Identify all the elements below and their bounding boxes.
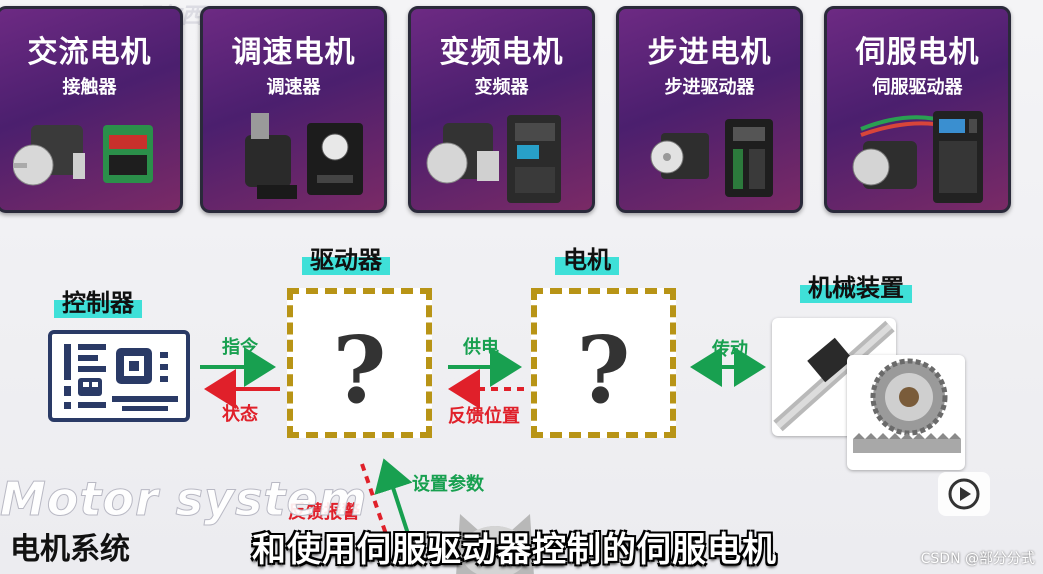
driver-unknown-mark: ? (332, 316, 387, 424)
ac-motor-contactor-image (13, 125, 153, 186)
motor-box: ? (531, 288, 676, 438)
card-title: 变频电机 (439, 35, 564, 70)
linear-rail-icon (773, 320, 895, 432)
command-label: 指令 (222, 337, 258, 358)
status-label: 状态 (222, 404, 258, 425)
card-subtitle: 调速器 (266, 77, 321, 98)
circuit-board-icon (64, 344, 178, 411)
feedback-alarm-label: 反馈报警 (288, 502, 360, 523)
card-stepper-motor: 步进电机 步进驱动器 (616, 6, 803, 213)
card-subtitle: 伺服驱动器 (872, 77, 963, 98)
mechanism-label: 机械装置 (800, 273, 912, 303)
set-params-label: 设置参数 (412, 474, 484, 495)
card-subtitle: 变频器 (474, 77, 529, 98)
card-subtitle: 步进驱动器 (664, 77, 755, 98)
gear-icon (853, 358, 961, 453)
stepper-motor-driver-image (650, 119, 773, 197)
card-title: 调速电机 (231, 35, 356, 70)
driver-box: ? (287, 288, 432, 438)
play-icon (948, 478, 980, 510)
card-speed-motor: 调速电机 调速器 (200, 6, 387, 213)
speed-motor-controller-image (245, 113, 363, 199)
card-subtitle: 接触器 (62, 77, 117, 98)
video-subtitle: 和使用伺服驱动器控制的伺服电机 (252, 530, 777, 570)
card-title: 交流电机 (27, 35, 152, 70)
motor-system-english: Motor system (0, 472, 368, 527)
controller-box (48, 330, 190, 422)
power-label: 供电 (463, 337, 499, 358)
card-ac-motor: 交流电机 接触器 (0, 6, 183, 213)
card-title: 步进电机 (647, 35, 772, 70)
csdn-watermark: CSDN @部分分式 (920, 551, 1035, 567)
gear-rack-image (847, 355, 965, 470)
transmission-label: 传动 (712, 339, 748, 360)
cat-mascot-image (456, 514, 534, 574)
vfd-motor-inverter-image (426, 115, 561, 203)
motor-unknown-mark: ? (576, 316, 631, 424)
card-title: 伺服电机 (855, 35, 980, 70)
driver-label: 驱动器 (302, 245, 390, 275)
play-button[interactable] (938, 472, 990, 516)
motor-system-title: 电机系统 (10, 532, 130, 567)
card-vfd-motor: 变频电机 变频器 (408, 6, 595, 213)
motor-label: 电机 (555, 245, 619, 275)
feedback-position-label: 反馈位置 (448, 406, 520, 427)
controller-label: 控制器 (54, 288, 142, 318)
card-servo-motor: 伺服电机 伺服驱动器 (824, 6, 1011, 213)
servo-motor-driver-image (852, 111, 983, 203)
